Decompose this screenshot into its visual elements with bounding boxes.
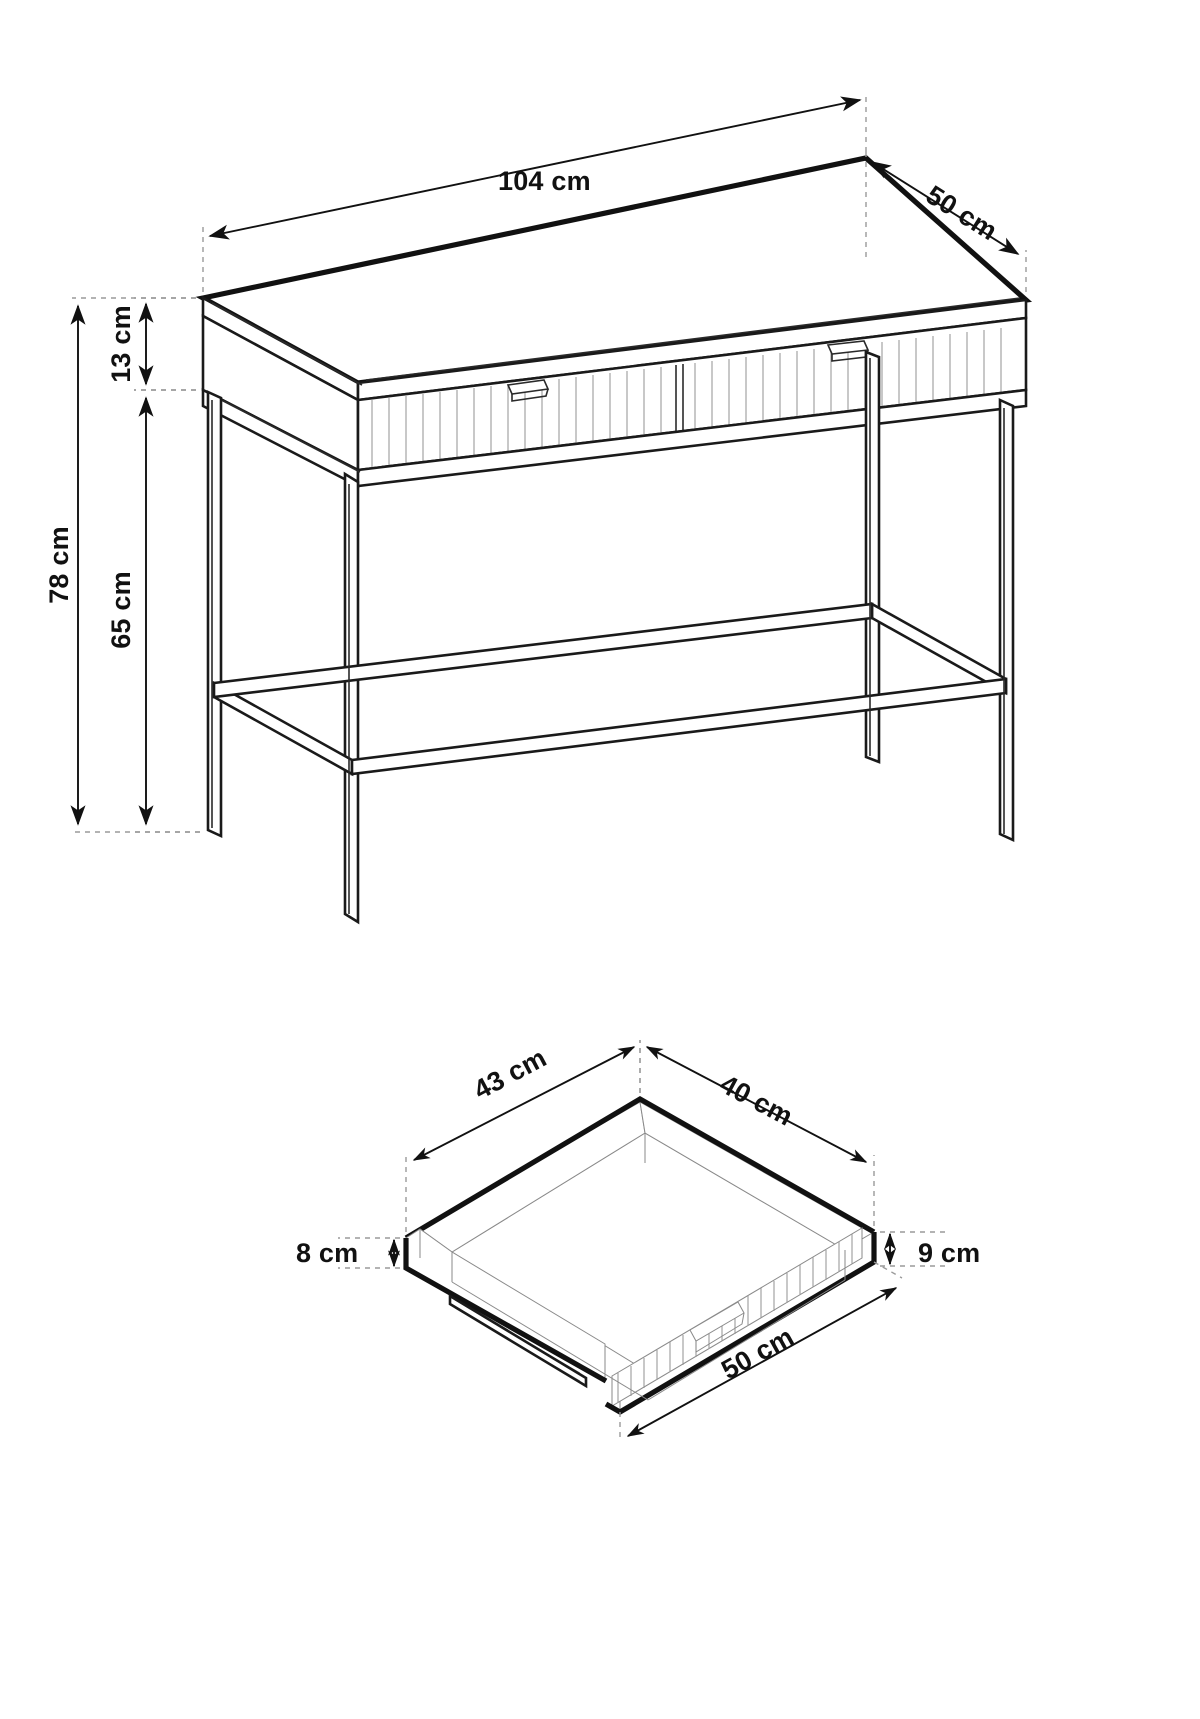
desk-assembly: [70, 92, 1033, 925]
drawer-detail: [338, 1040, 946, 1442]
dimension-leg-height-65: [134, 389, 200, 833]
label-total-height-78: 78 cm: [44, 526, 74, 604]
label-leg-height-65: 65 cm: [106, 571, 136, 649]
desk-metal-frame: [206, 350, 1015, 925]
dimension-inner-width-40: [639, 1040, 875, 1226]
dimension-total-height-78: [70, 297, 200, 833]
drawer-handle-left[interactable]: [506, 379, 550, 402]
dimension-depth-50: [865, 152, 1027, 292]
dimension-box-height-8: [338, 1237, 400, 1269]
label-top-height-13: 13 cm: [106, 305, 136, 383]
dimension-width-104: [202, 92, 867, 292]
drawer-runner: [448, 1293, 588, 1389]
label-box-height-8: 8 cm: [296, 1238, 358, 1268]
label-front-height-9: 9 cm: [918, 1238, 980, 1268]
dimension-top-height-13: [134, 297, 196, 391]
label-inner-width-40: 40 cm: [715, 1069, 798, 1132]
dimension-front-height-9: [880, 1231, 946, 1267]
dimension-front-width-50: [619, 1261, 903, 1442]
desk-drawer-carcass: [201, 313, 1028, 489]
fluted-front-pattern: [371, 328, 1002, 468]
label-width-104: 104 cm: [498, 166, 591, 196]
